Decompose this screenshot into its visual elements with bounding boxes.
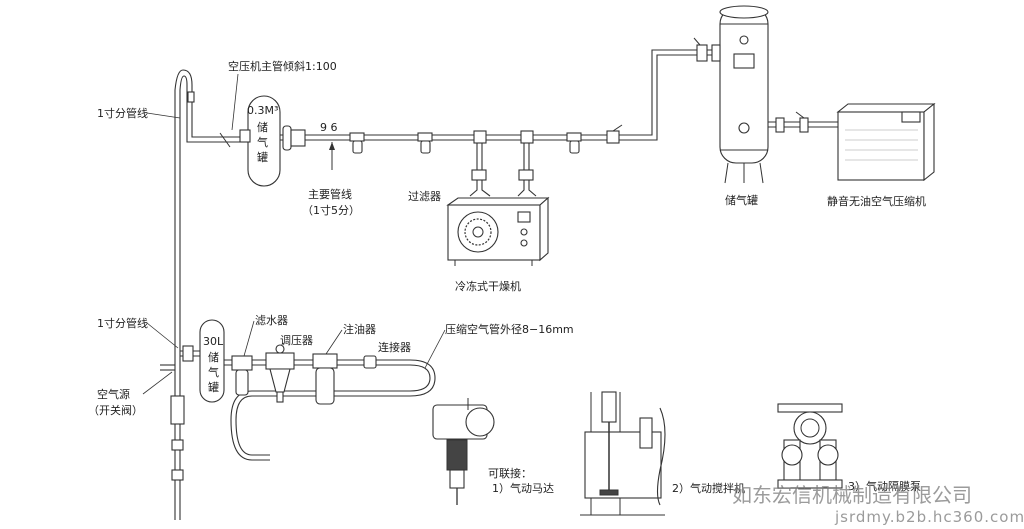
tank-top-char-2: 气 (257, 135, 268, 149)
labels: 空压机主管倾斜1:100 1寸分管线 0.3M³ 储 气 罐 9 6 主要管线 … (88, 59, 926, 495)
regulator-unit (265, 344, 295, 403)
filter-3 (566, 132, 582, 154)
filter-2 (417, 132, 433, 154)
filter-1 (349, 132, 365, 154)
watermark-url: jsrdmy.b2b.hc360.com (834, 508, 1024, 526)
watermark-company: 如东宏信机械制造有限公司 (732, 483, 972, 507)
main-pipe-label: 主要管线 (308, 187, 352, 201)
main-pipe-size-label: （1寸5分） (302, 203, 360, 217)
tank-top-volume-label: 0.3M³ (247, 104, 278, 117)
air-source-label: 空气源 (97, 387, 130, 401)
tank-top-char-3: 罐 (257, 151, 268, 164)
pipe-dimension-label: 9 6 (320, 121, 338, 134)
small-tank-char-2: 气 (208, 365, 219, 379)
tank-top-char-1: 储 (257, 120, 268, 134)
air-source-valve-label: （开关阀） (88, 403, 143, 417)
small-tank-char-1: 储 (208, 350, 219, 364)
device-1-label: 1）气动马达 (492, 481, 554, 495)
watermark: 如东宏信机械制造有限公司 jsrdmy.b2b.hc360.com (732, 483, 1024, 526)
lubricator-label: 注油器 (343, 322, 376, 336)
lower-branch-pipe (160, 319, 436, 461)
connectable-label: 可联接： (488, 467, 532, 480)
device-3-label: 3）气动隔膜泵 (848, 479, 921, 493)
water-filter-label: 滤水器 (255, 314, 288, 327)
device-2-label: 2）气动搅拌机 (672, 481, 745, 495)
pneumatic-diaphragm-pump (777, 403, 843, 489)
storage-tank-top (239, 95, 281, 187)
small-tank-char-3: 罐 (208, 381, 219, 394)
main-pipe-slope-label: 空压机主管倾斜1:100 (228, 59, 337, 73)
refrigerated-dryer-label: 冷冻式干燥机 (455, 279, 521, 293)
connector-unit (363, 355, 377, 369)
pneumatic-agitator (580, 391, 666, 516)
hose-od-label: 压缩空气管外径8−16mm (445, 322, 574, 336)
compressor-label: 静音无油空气压缩机 (827, 194, 926, 208)
left-vertical-supply-pipe (170, 69, 195, 520)
small-tank-volume-label: 30L (203, 335, 224, 348)
refrigerated-dryer (446, 143, 550, 266)
branch-pipe-top-label: 1寸分管线 (97, 106, 148, 120)
storage-tank-right-label: 储气罐 (725, 193, 758, 207)
connector-label: 连接器 (378, 341, 411, 354)
air-compressor (836, 102, 936, 182)
storage-tank-right (711, 5, 838, 184)
top-branch-pipe (186, 125, 250, 148)
branch-pipe-bottom-label: 1寸分管线 (97, 316, 148, 330)
filter-label: 过滤器 (408, 190, 441, 203)
pneumatic-motor (432, 398, 495, 505)
lubricator-unit (312, 353, 338, 405)
main-pipe-top (280, 37, 712, 170)
water-filter-unit (231, 355, 253, 396)
regulator-label: 调压器 (280, 334, 313, 347)
